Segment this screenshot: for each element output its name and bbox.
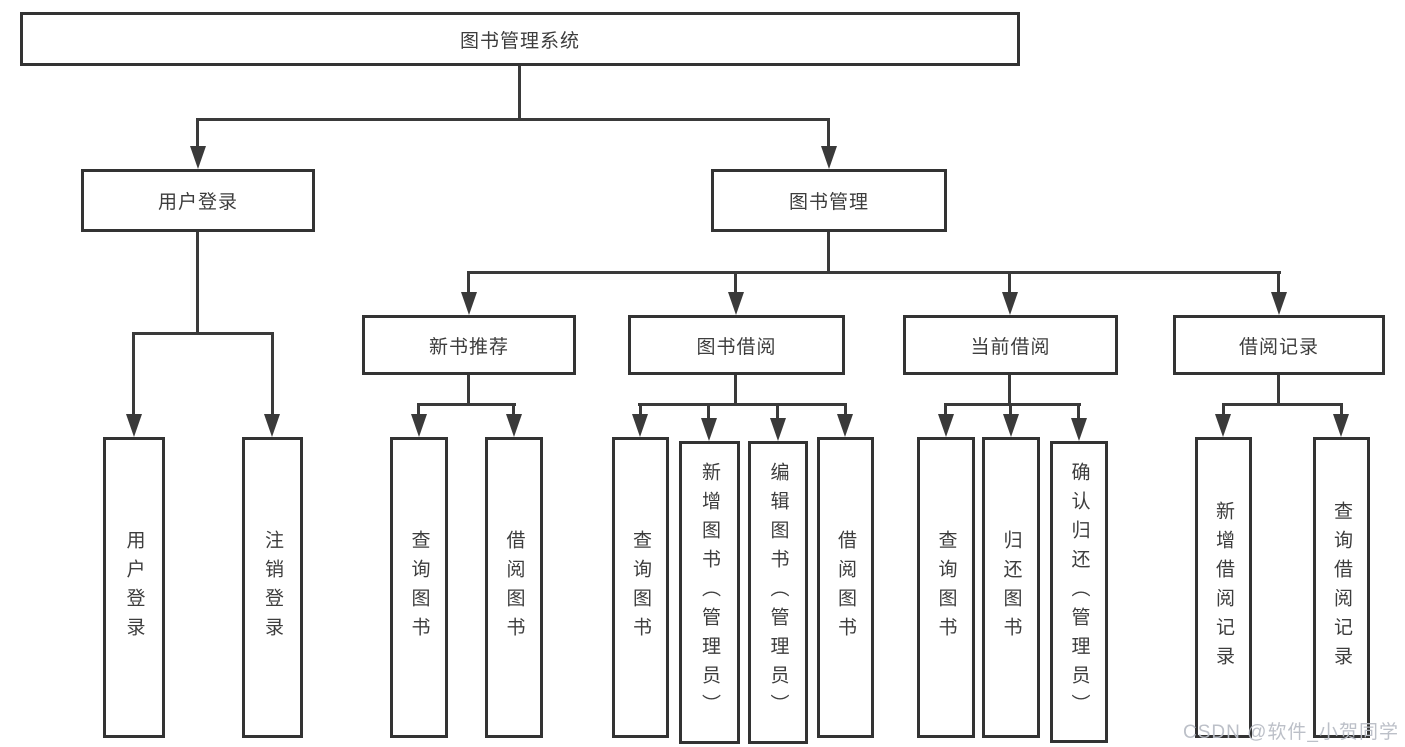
arrow-down-icon: [821, 146, 837, 169]
arrow-down-icon: [632, 414, 648, 437]
leaf-borrow-books: 借阅图书: [817, 437, 874, 738]
connector-line: [1008, 273, 1011, 294]
leaf-add-borrow-record: 新增借阅记录: [1195, 437, 1252, 738]
arrow-down-icon: [1003, 414, 1019, 437]
connector-line: [417, 405, 420, 416]
arrow-down-icon: [1071, 418, 1087, 441]
connector-line: [196, 118, 830, 121]
leaf-edit-books-admin: 编辑图书（管理员）: [748, 441, 808, 744]
arrow-down-icon: [770, 418, 786, 441]
arrow-down-icon: [938, 414, 954, 437]
leaf-logout: 注销登录: [242, 437, 303, 738]
connector-line: [1008, 375, 1011, 405]
connector-line: [1277, 375, 1280, 405]
node-root: 图书管理系统: [20, 12, 1020, 66]
connector-line: [1009, 405, 1012, 416]
leaf-query-borrow-record: 查询借阅记录: [1313, 437, 1370, 738]
arrow-down-icon: [190, 146, 206, 169]
connector-line: [1222, 405, 1225, 416]
connector-line: [1340, 405, 1343, 416]
connector-line: [271, 334, 274, 416]
connector-line: [844, 405, 847, 416]
connector-line: [417, 403, 516, 406]
node-book-management: 图书管理: [711, 169, 947, 232]
connector-line: [1222, 403, 1343, 406]
connector-line: [196, 120, 199, 148]
arrow-down-icon: [1271, 292, 1287, 315]
leaf-add-books-admin: 新增图书（管理员）: [679, 441, 740, 744]
node-book-borrow: 图书借阅: [628, 315, 845, 375]
connector-line: [467, 273, 470, 294]
connector-line: [512, 405, 515, 416]
node-current-borrow: 当前借阅: [903, 315, 1118, 375]
connector-line: [944, 403, 1081, 406]
arrow-down-icon: [837, 414, 853, 437]
connector-line: [132, 332, 274, 335]
arrow-down-icon: [461, 292, 477, 315]
leaf-return-books: 归还图书: [982, 437, 1040, 738]
connector-line: [776, 405, 779, 420]
connector-line: [1277, 273, 1280, 294]
connector-line: [734, 375, 737, 405]
connector-line: [467, 271, 1281, 274]
connector-line: [707, 405, 710, 420]
leaf-user-login: 用户登录: [103, 437, 165, 738]
connector-line: [638, 403, 847, 406]
connector-line: [944, 405, 947, 416]
node-user-login: 用户登录: [81, 169, 315, 232]
connector-line: [132, 334, 135, 416]
connector-line: [518, 66, 521, 120]
leaf-query-books-current: 查询图书: [917, 437, 975, 738]
connector-line: [639, 405, 642, 416]
connector-line: [827, 232, 830, 273]
leaf-query-books-borrow: 查询图书: [612, 437, 669, 738]
arrow-down-icon: [1002, 292, 1018, 315]
arrow-down-icon: [411, 414, 427, 437]
arrow-down-icon: [1333, 414, 1349, 437]
leaf-borrow-books-recommend: 借阅图书: [485, 437, 543, 738]
connector-line: [1077, 405, 1080, 420]
csdn-watermark: CSDN @软件_小贺同学: [1183, 722, 1399, 743]
connector-line: [196, 232, 199, 334]
arrow-down-icon: [728, 292, 744, 315]
node-borrow-records: 借阅记录: [1173, 315, 1385, 375]
arrow-down-icon: [506, 414, 522, 437]
arrow-down-icon: [126, 414, 142, 437]
leaf-confirm-return-admin: 确认归还（管理员）: [1050, 441, 1108, 743]
arrow-down-icon: [1215, 414, 1231, 437]
leaf-query-books-recommend: 查询图书: [390, 437, 448, 738]
node-new-book-recommend: 新书推荐: [362, 315, 576, 375]
arrow-down-icon: [701, 418, 717, 441]
arrow-down-icon: [264, 414, 280, 437]
connector-line: [827, 120, 830, 148]
connector-line: [734, 273, 737, 294]
connector-line: [467, 375, 470, 405]
